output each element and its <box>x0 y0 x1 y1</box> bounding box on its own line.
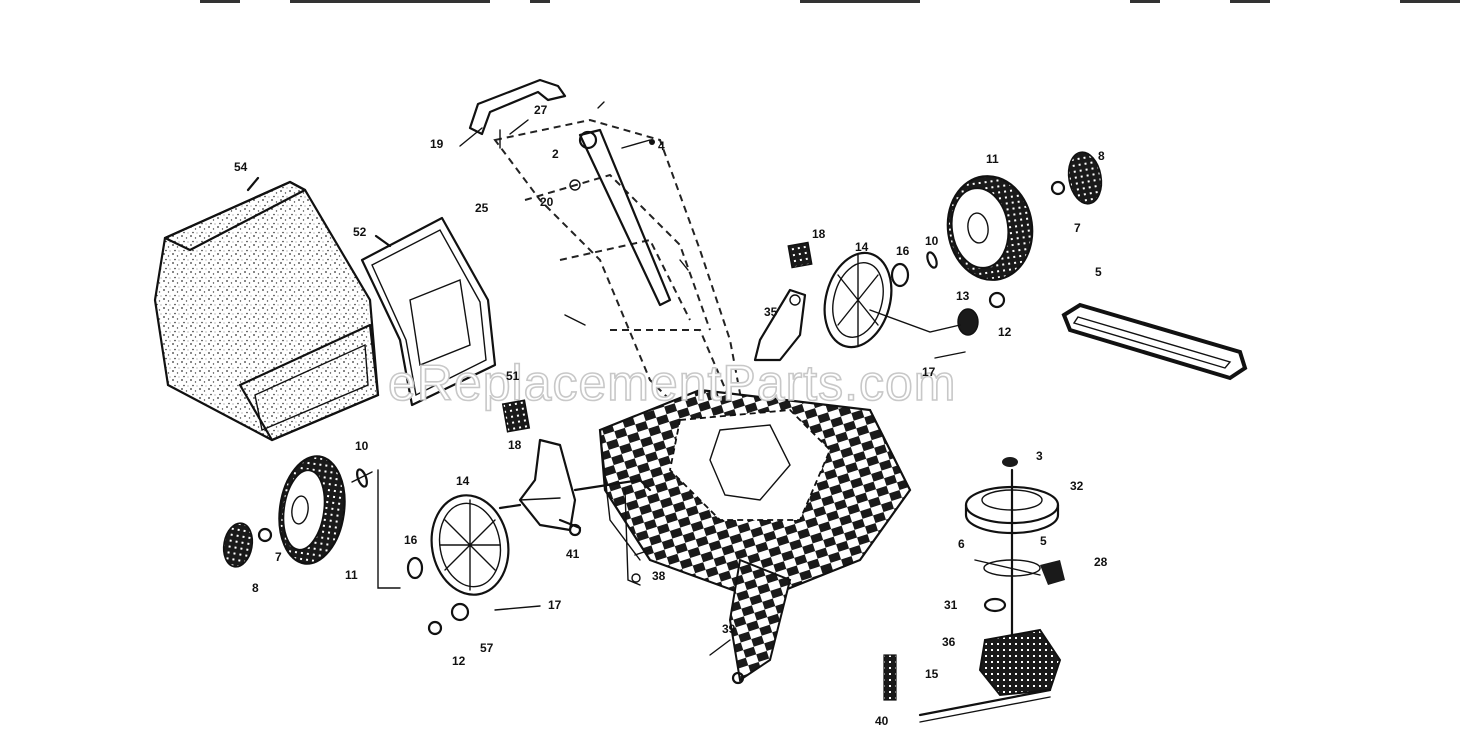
callout-39: 39 <box>722 622 736 636</box>
callout-6: 6 <box>958 537 965 551</box>
callout-16-right: 16 <box>896 244 910 258</box>
lower-handle-outline <box>493 118 747 432</box>
callout-14-right: 14 <box>855 240 869 254</box>
top-cropped-strip <box>200 0 1460 3</box>
grass-bag <box>153 176 380 442</box>
callout-15: 15 <box>925 667 939 681</box>
callout-31: 31 <box>944 598 958 612</box>
callout-28: 28 <box>1094 555 1108 569</box>
bag-frame <box>360 216 497 407</box>
callout-labels: 54 52 19 27 25 2 20 4 51 18 10 14 11 7 8… <box>234 103 1108 728</box>
watermark-text: eReplacementParts.com <box>388 355 956 411</box>
callout-35: 35 <box>764 305 778 319</box>
callout-10-right: 10 <box>925 234 939 248</box>
callout-11-right: 11 <box>986 152 999 166</box>
callout-19: 19 <box>430 137 444 151</box>
callout-51: 51 <box>506 369 520 383</box>
callout-32: 32 <box>1070 479 1084 493</box>
callout-3: 3 <box>1036 449 1043 463</box>
mower-deck <box>598 388 912 682</box>
callout-17-right: 17 <box>922 365 936 379</box>
callout-7-left: 7 <box>275 550 282 564</box>
callout-4: 4 <box>658 139 665 153</box>
callout-5-belt: 5 <box>1095 265 1102 279</box>
callout-7-right: 7 <box>1074 221 1081 235</box>
callout-36: 36 <box>942 635 956 649</box>
callout-12-left: 12 <box>452 654 466 668</box>
callout-5-pulley: 5 <box>1040 534 1047 548</box>
callout-57: 57 <box>480 641 494 655</box>
upper-handle <box>459 78 567 147</box>
callout-14-left: 14 <box>456 474 470 488</box>
callout-52: 52 <box>353 225 367 239</box>
callout-41: 41 <box>566 547 580 561</box>
fasteners <box>499 129 745 685</box>
control-rod <box>564 101 689 326</box>
drive-belt <box>1061 302 1248 381</box>
callout-40: 40 <box>875 714 889 728</box>
rear-left-wheel <box>222 455 401 589</box>
callout-27: 27 <box>534 103 548 117</box>
left-small-parts <box>498 399 652 586</box>
callout-54: 54 <box>234 160 248 174</box>
front-right-wheel <box>946 151 1103 281</box>
callout-10-left: 10 <box>355 439 369 453</box>
callout-38: 38 <box>652 569 666 583</box>
left-drive-gear <box>406 494 541 636</box>
callout-18: 18 <box>508 438 522 452</box>
callout-2: 2 <box>552 147 559 161</box>
callout-8-right: 8 <box>1098 149 1105 163</box>
callout-25: 25 <box>475 201 489 215</box>
callout-12-right: 12 <box>998 325 1012 339</box>
callout-18-right: 18 <box>812 227 826 241</box>
callout-13: 13 <box>956 289 970 303</box>
transmission-assembly <box>883 457 1065 723</box>
right-drive-parts <box>753 241 1006 362</box>
callout-8-left: 8 <box>252 581 259 595</box>
callout-20: 20 <box>540 195 554 209</box>
callout-16-left: 16 <box>404 533 418 547</box>
callout-11-left: 11 <box>345 568 358 582</box>
callout-17-left: 17 <box>548 598 562 612</box>
